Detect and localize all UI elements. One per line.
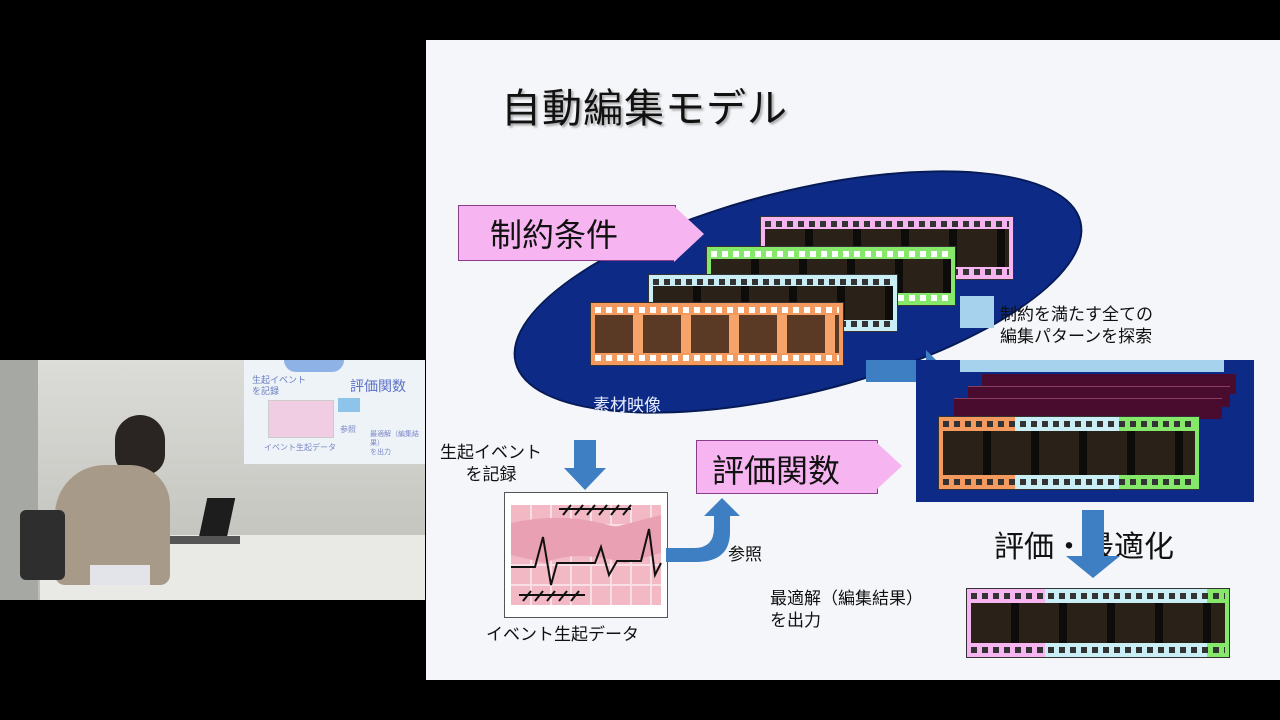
candidate-band — [960, 360, 1224, 372]
presenter-video: 生起イベントを記録 評価関数 参照 最適解（編集結果）を出力 イベント生起データ — [0, 360, 425, 600]
search-band-top — [960, 296, 994, 328]
projected-arrow — [338, 398, 360, 412]
search-label: 制約を満たす全ての編集パターンを探索 — [1000, 305, 1153, 347]
projected-record-label: 生起イベントを記録 — [252, 376, 307, 397]
projected-ref-label: 参照 — [340, 425, 356, 434]
event-data-label: イベント生起データ — [486, 625, 639, 645]
event-waveform — [511, 504, 662, 605]
search-arrow — [866, 360, 926, 382]
chair — [20, 510, 65, 580]
optimize-arrow-head — [1066, 556, 1120, 578]
eval-function-arrow-head — [876, 442, 902, 490]
constraint-label: 制約条件 — [490, 216, 619, 254]
constraint-arrow-head — [674, 206, 704, 262]
constraint-arrow — [458, 205, 676, 261]
projected-event-chart — [268, 400, 334, 438]
laptop-base — [160, 536, 240, 544]
reference-label: 参照 — [728, 545, 762, 565]
source-footage-label: 素材映像 — [593, 396, 661, 416]
candidate-film-strip — [938, 416, 1200, 490]
optimize-arrow — [1082, 510, 1104, 556]
papers — [90, 565, 150, 585]
eval-function-label: 評価関数 — [712, 452, 841, 490]
slide-title: 自動編集モデル — [501, 86, 788, 132]
projected-data-label: イベント生起データ — [264, 443, 336, 452]
record-arrow — [574, 440, 596, 470]
slide: 自動編集モデル 制約条件 素材映像 制約を満たす全ての編集パターンを探索 — [426, 40, 1280, 680]
projected-ellipse — [284, 360, 344, 372]
candidate-layer-3 — [954, 398, 1222, 419]
film-strip-orange — [590, 302, 844, 366]
output-label: 最適解（編集結果）を出力 — [770, 589, 923, 631]
event-data-chart — [504, 492, 668, 618]
projection-screen: 生起イベントを記録 評価関数 参照 最適解（編集結果）を出力 イベント生起データ — [244, 360, 425, 464]
record-arrow-head — [564, 468, 606, 490]
reference-arrow — [666, 498, 740, 562]
candidate-box — [916, 360, 1254, 502]
projected-output-label: 最適解（編集結果）を出力 — [370, 430, 419, 456]
projected-eval-label: 評価関数 — [350, 379, 406, 395]
output-film-strip — [966, 588, 1230, 658]
record-label: 生起イベントを記録 — [440, 443, 542, 485]
